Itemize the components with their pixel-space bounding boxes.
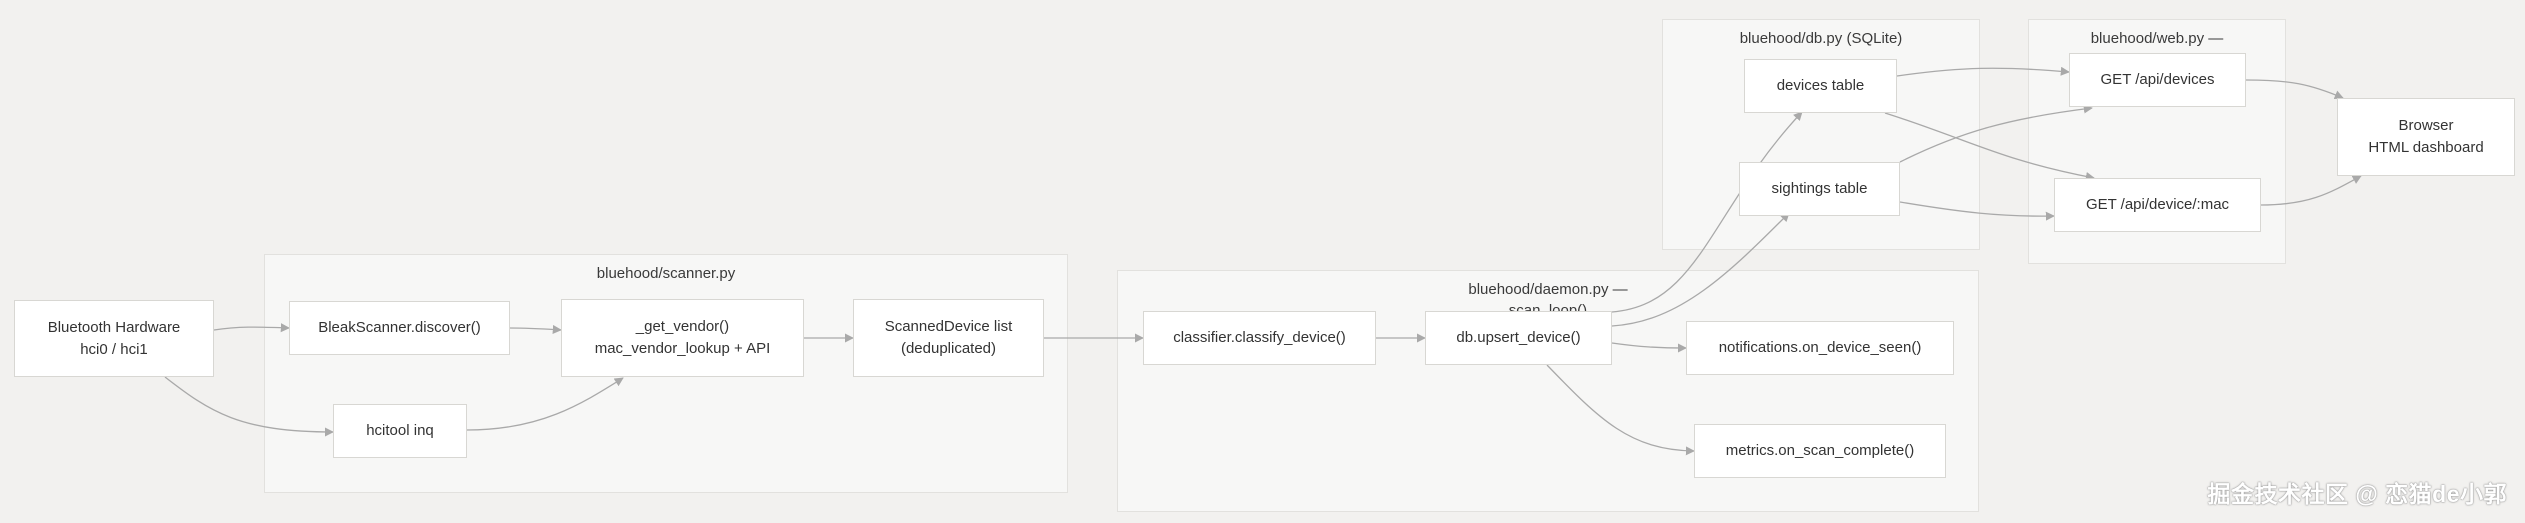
node-browser: Browser HTML dashboard (2337, 98, 2515, 176)
node-scanned-device-list: ScannedDevice list (deduplicated) (853, 299, 1044, 377)
node-get-vendor: _get_vendor() mac_vendor_lookup + API (561, 299, 804, 377)
node-api-devices: GET /api/devices (2069, 53, 2246, 107)
node-metrics: metrics.on_scan_complete() (1694, 424, 1946, 478)
cluster-scanner-title: bluehood/scanner.py (596, 265, 736, 282)
edge-hardware-to-bleak (213, 323, 290, 333)
node-bleak-scanner: BleakScanner.discover() (289, 301, 510, 355)
watermark: 掘金技术社区 @ 恋猫de小郭 (2207, 481, 2507, 507)
edge-sightings-to-api-devices (1899, 104, 2093, 163)
cluster-db: bluehood/db.py (SQLite) (1662, 19, 1980, 250)
node-api-device-mac: GET /api/device/:mac (2054, 178, 2261, 232)
edge-upsert-to-sightings (1611, 212, 1790, 327)
edge-sightings-to-api-mac (1899, 201, 2055, 221)
node-db-upsert: db.upsert_device() (1425, 311, 1612, 365)
node-notifications: notifications.on_device_seen() (1686, 321, 1954, 375)
edge-upsert-to-metrics (1546, 364, 1695, 456)
edge-devices-to-api-devices (1896, 66, 2070, 77)
node-bluetooth-hardware: Bluetooth Hardware hci0 / hci1 (14, 300, 214, 377)
cluster-db-title: bluehood/db.py (SQLite) (1739, 30, 1903, 47)
node-devices-table: devices table (1744, 59, 1897, 113)
edge-hcitool-to-vendor (466, 377, 624, 431)
edge-api-mac-to-browser (2260, 175, 2362, 206)
edge-bleak-to-vendor (509, 324, 562, 335)
node-classifier: classifier.classify_device() (1143, 311, 1376, 365)
edge-upsert-to-devices (1611, 111, 1803, 313)
edge-upsert-to-notifications (1611, 342, 1687, 353)
node-sightings-table: sightings table (1739, 162, 1900, 216)
edge-api-devices-to-browser (2245, 79, 2344, 99)
edge-hardware-to-hcitool (164, 376, 334, 437)
edge-devices-to-api-mac (1884, 112, 2095, 181)
node-hcitool: hcitool inq (333, 404, 467, 458)
